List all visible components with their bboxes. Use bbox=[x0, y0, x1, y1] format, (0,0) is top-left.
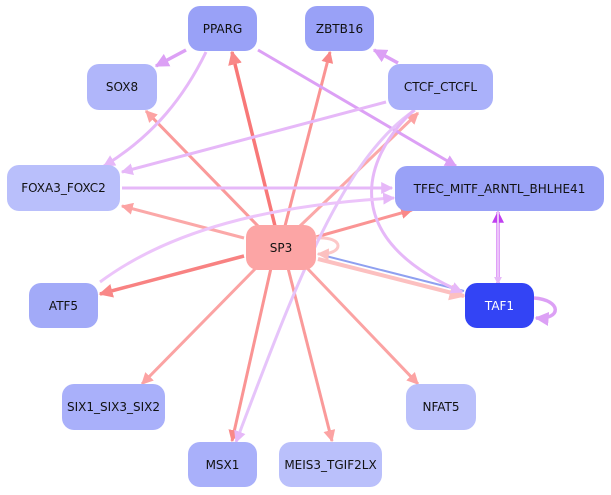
edge-taf1-sp3 bbox=[317, 253, 465, 292]
edge-ctcf-msx1 bbox=[234, 108, 416, 444]
edge-sp3-nfat5 bbox=[305, 266, 420, 386]
node-label: FOXA3_FOXC2 bbox=[21, 181, 106, 195]
node-msx1[interactable]: MSX1 bbox=[188, 442, 257, 487]
edge-sp3-tfec bbox=[315, 207, 414, 239]
edge-ctcf-zbtb16 bbox=[372, 48, 399, 65]
edge-sp3-atf5 bbox=[98, 254, 245, 298]
nodes-layer: PPARG ZBTB16 SOX8 CTCF_CTCFL FOXA3_FOXC2… bbox=[7, 6, 604, 487]
node-sp3[interactable]: SP3 bbox=[246, 225, 316, 270]
edge-atf5-tfec bbox=[99, 192, 396, 284]
edge-sp3-meis3 bbox=[286, 267, 336, 443]
node-label: SIX1_SIX3_SIX2 bbox=[67, 400, 160, 414]
node-ctcf-ctcfl[interactable]: CTCF_CTCFL bbox=[388, 64, 493, 110]
node-meis3-tgif2lx[interactable]: MEIS3_TGIF2LX bbox=[279, 442, 382, 487]
edge-sp3-msx1 bbox=[228, 267, 273, 443]
node-atf5[interactable]: ATF5 bbox=[29, 283, 98, 328]
node-sox8[interactable]: SOX8 bbox=[87, 64, 157, 110]
node-label: PPARG bbox=[203, 22, 243, 36]
edges-layer bbox=[98, 48, 557, 444]
edge-sp3-sox8 bbox=[144, 109, 260, 228]
edge-sp3-pparg bbox=[228, 50, 277, 227]
node-label: SOX8 bbox=[106, 80, 138, 94]
node-label: ATF5 bbox=[49, 299, 78, 313]
node-nfat5[interactable]: NFAT5 bbox=[406, 384, 476, 430]
node-label: TFEC_MITF_ARNTL_BHLHE41 bbox=[413, 182, 586, 196]
edge-ctcf-foxa3 bbox=[120, 100, 387, 176]
node-label: MSX1 bbox=[206, 458, 240, 472]
edge-pparg-tfec bbox=[257, 48, 458, 168]
node-label: ZBTB16 bbox=[316, 22, 363, 36]
node-label: CTCF_CTCFL bbox=[404, 80, 478, 94]
node-tfec-mitf-arntl-bhlhe41[interactable]: TFEC_MITF_ARNTL_BHLHE41 bbox=[395, 166, 604, 211]
node-label: SP3 bbox=[270, 241, 293, 255]
node-six1-six3-six2[interactable]: SIX1_SIX3_SIX2 bbox=[62, 384, 165, 430]
node-label: MEIS3_TGIF2LX bbox=[284, 458, 376, 472]
node-taf1[interactable]: TAF1 bbox=[465, 283, 534, 328]
node-label: TAF1 bbox=[484, 299, 514, 313]
edge-sp3-foxa3 bbox=[120, 202, 245, 240]
edge-sp3-six1 bbox=[140, 266, 258, 386]
edge-sp3-taf1 bbox=[317, 257, 466, 301]
node-label: NFAT5 bbox=[422, 400, 459, 414]
edge-sp3-zbtb16 bbox=[283, 50, 334, 227]
edge-taf1-self bbox=[533, 296, 557, 326]
node-foxa3-foxc2[interactable]: FOXA3_FOXC2 bbox=[7, 165, 120, 211]
node-zbtb16[interactable]: ZBTB16 bbox=[305, 6, 374, 51]
node-pparg[interactable]: PPARG bbox=[188, 6, 257, 51]
edge-pparg-foxa3 bbox=[102, 51, 208, 168]
edge-sp3-self bbox=[315, 236, 340, 261]
edge-pparg-sox8 bbox=[154, 48, 187, 68]
